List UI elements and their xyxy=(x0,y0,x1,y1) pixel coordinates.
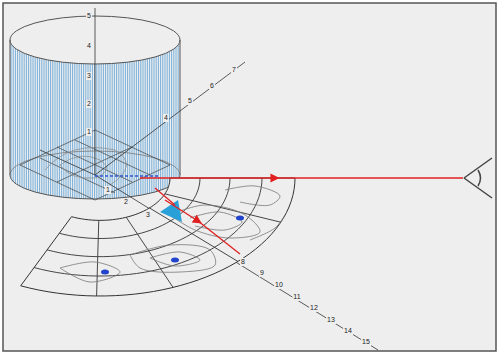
hatch-line xyxy=(74,63,75,198)
contour-line xyxy=(225,186,280,206)
hatch-line xyxy=(63,62,64,197)
fan-ring xyxy=(34,178,262,276)
cylinder-edge xyxy=(10,40,11,175)
hatch-line xyxy=(116,63,117,198)
axis-tick-label: 3 xyxy=(86,72,92,80)
axis-tick-label: 10 xyxy=(274,281,284,289)
axis-tick-label: 11 xyxy=(292,293,301,301)
hatch-line xyxy=(70,63,71,198)
blue-ray xyxy=(95,175,160,177)
hatch-line xyxy=(112,64,113,199)
hatch-line xyxy=(39,58,40,193)
hatch-line xyxy=(13,47,14,182)
hatch-line xyxy=(68,63,69,198)
contour-line xyxy=(150,252,200,266)
contour-line xyxy=(250,215,285,240)
contour-line xyxy=(170,205,260,238)
hatch-line xyxy=(143,60,144,195)
axis-tick-label: 8 xyxy=(240,258,246,266)
cylinder-edge xyxy=(180,40,181,175)
axis-tick-label: 5 xyxy=(86,12,92,20)
axis-tick-label: 13 xyxy=(326,316,336,324)
hatch-line xyxy=(55,61,56,196)
axis-tick-label: 5 xyxy=(187,97,193,105)
axis-tick-label: 6 xyxy=(209,82,215,90)
axis-tick-label: 7 xyxy=(231,66,237,74)
axis-tick-label: 2 xyxy=(86,100,92,108)
hatch-line xyxy=(57,61,58,196)
echo-spot xyxy=(171,258,179,263)
fan-ring xyxy=(59,178,200,239)
hatch-line xyxy=(121,63,122,198)
hatch-line xyxy=(50,60,51,195)
hatch-line xyxy=(19,51,20,186)
hatch-line xyxy=(28,55,29,190)
hatch-line xyxy=(44,59,45,194)
axis-tick-label: 2 xyxy=(123,198,129,206)
hatch-line xyxy=(160,55,161,190)
red-ray xyxy=(140,177,275,178)
hatch-line xyxy=(176,47,177,182)
hatch-line xyxy=(72,63,73,198)
red-ray xyxy=(165,200,198,221)
hatch-line xyxy=(11,44,12,179)
hatch-line xyxy=(81,64,82,199)
contour-line xyxy=(60,262,120,282)
hatch-line xyxy=(77,63,78,198)
axis-tick-label: 15 xyxy=(361,338,371,346)
hatch-line xyxy=(46,60,47,195)
hatch-line xyxy=(145,59,146,194)
axis-tick-label: 1 xyxy=(86,128,92,136)
axis-tick-label: 12 xyxy=(309,304,319,312)
axis-tick-label: 3 xyxy=(145,211,151,219)
axis-tick-label: 4 xyxy=(163,114,169,122)
eye-symbol xyxy=(464,158,492,198)
axis-tick-label: 14 xyxy=(343,327,353,335)
hatch-line xyxy=(37,58,38,193)
fan-ray xyxy=(97,220,99,296)
hatch-line xyxy=(110,64,111,199)
hatch-line xyxy=(22,52,23,187)
hatch-line xyxy=(26,54,27,189)
echo-spot xyxy=(236,216,244,221)
hatch-line xyxy=(127,62,128,197)
hatch-line xyxy=(138,61,139,196)
fan-ray xyxy=(165,194,281,222)
hatch-line xyxy=(125,62,126,197)
fan-grid xyxy=(21,178,295,296)
axis-tick-label: 4 xyxy=(86,42,92,50)
hatch-line xyxy=(41,59,42,194)
hatch-line xyxy=(52,61,53,196)
hatch-line xyxy=(61,62,62,197)
fan-ray xyxy=(126,217,173,287)
fan-outline xyxy=(21,178,295,296)
hatch-line xyxy=(105,64,106,199)
frame xyxy=(3,3,496,351)
hatch-line xyxy=(24,53,25,188)
echo-spot xyxy=(101,270,109,275)
hatch-line xyxy=(96,64,97,199)
axis-tick-label: 1 xyxy=(105,186,111,194)
hatch-line xyxy=(48,60,49,195)
hatch-line xyxy=(103,64,104,199)
fan-ring xyxy=(47,178,230,257)
contour-line xyxy=(130,245,216,273)
hatch-line xyxy=(114,63,115,198)
hatch-line xyxy=(173,49,174,184)
hatch-line xyxy=(151,58,152,193)
hatch-line xyxy=(15,48,16,183)
hatch-line xyxy=(107,64,108,199)
hatch-line xyxy=(134,61,135,196)
red-ray xyxy=(275,177,463,178)
hatch-line xyxy=(140,60,141,195)
hatch-line xyxy=(79,64,80,199)
red-ray xyxy=(198,221,240,254)
fan-ray xyxy=(149,208,237,261)
hatch-line xyxy=(59,62,60,197)
hatch-line xyxy=(149,58,150,193)
red-ray xyxy=(155,188,175,205)
axis-tick-label: 9 xyxy=(259,269,265,277)
